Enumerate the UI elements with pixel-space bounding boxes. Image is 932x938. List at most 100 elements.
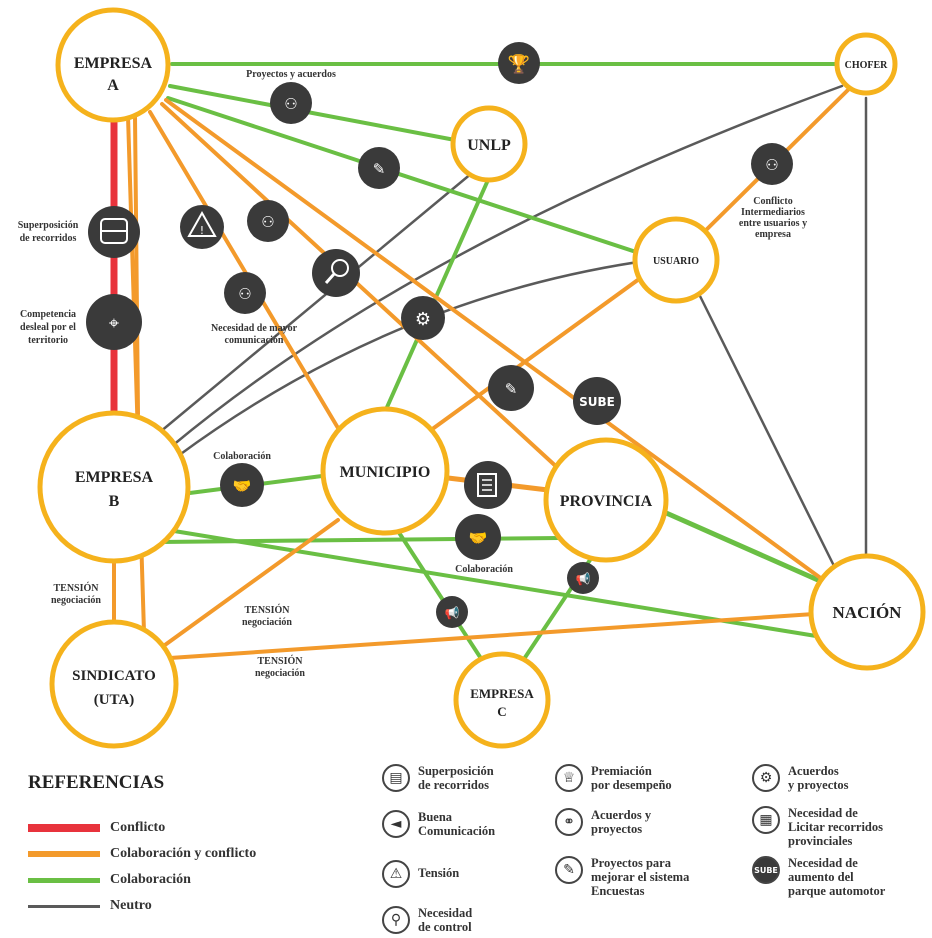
- label-competencia-3: territorio: [28, 335, 68, 346]
- meeting-icon-2: ⚇: [247, 200, 289, 242]
- node-sindicato-line1: SINDICATO: [72, 668, 156, 684]
- label-tension-1b: negociación: [51, 595, 101, 606]
- svg-text:⚙: ⚙: [415, 309, 431, 330]
- megaphone-icon: 📢: [567, 562, 599, 594]
- node-unlp-label: UNLP: [467, 137, 511, 154]
- icon-ref-buena-comunicacion: ◄ Buena Comunicación: [382, 810, 495, 838]
- svg-text:⚇: ⚇: [765, 156, 778, 174]
- legend-label-neutro: Neutro: [110, 898, 152, 913]
- trophy-icon: ♕: [555, 764, 583, 792]
- label-competencia-1: Competencia: [20, 309, 76, 320]
- label-necesidad-comunicacion-1: Necesidad de mayor: [211, 323, 298, 334]
- handshake-icon-2: 🤝: [455, 514, 501, 560]
- icon-ref-licitar: ▦ Necesidad de Licitar recorridos provin…: [752, 806, 883, 848]
- sube-icon-text: SUBE: [579, 395, 615, 409]
- bus-icon: [88, 206, 140, 258]
- document-icon: ▦: [752, 806, 780, 834]
- legend-label-colaboracion-conflicto: Colaboración y conflicto: [110, 846, 257, 861]
- label-conflicto-1: Conflicto: [753, 196, 792, 207]
- legend-swatch-colaboracion-conflicto: [28, 851, 100, 857]
- edge-icons: 🏆 ⚇ ✎ ⚇ ! ⚇ ⚇: [86, 42, 793, 628]
- icon-ref-premiacion: ♕ Premiación por desempeño: [555, 764, 672, 792]
- icon-ref-premiacion-text: Premiación por desempeño: [591, 764, 672, 792]
- node-municipio-label: MUNICIPIO: [340, 464, 431, 481]
- icon-ref-tension: ⚠ Tensión: [382, 860, 459, 888]
- survey-icon: ✎: [358, 147, 400, 189]
- megaphone-icon: ◄: [382, 810, 410, 838]
- node-chofer: CHOFER: [834, 32, 898, 96]
- icon-ref-necesidad-control-text: Necesidad de control: [418, 906, 473, 934]
- icon-ref-acuerdos-proyectos: ⚭ Acuerdos y proyectos: [555, 808, 651, 836]
- icon-ref-acuerdos-y-proyectos: ⚙ Acuerdos y proyectos: [752, 764, 849, 792]
- legend-item-colaboracion-conflicto: Colaboración y conflicto: [28, 844, 256, 864]
- legend-swatch-conflicto: [28, 824, 100, 832]
- node-provincia-label: PROVINCIA: [560, 493, 653, 510]
- label-necesidad-comunicacion-2: comunicación: [225, 335, 284, 346]
- svg-text:🤝: 🤝: [469, 529, 488, 547]
- edge-empresa-a-provincia: [160, 102, 562, 472]
- label-tension-2b: negociación: [242, 617, 292, 628]
- label-superposicion-1: Superposición: [18, 220, 79, 231]
- handshake-icon: 🤝: [220, 463, 264, 507]
- icon-ref-acuerdos-proyectos-text: Acuerdos y proyectos: [591, 808, 652, 836]
- warning-icon: ⚠: [382, 860, 410, 888]
- legend-title: REFERENCIAS: [28, 772, 165, 793]
- legend-label-conflicto: Conflicto: [110, 820, 166, 835]
- label-superposicion-2: de recorridos: [20, 233, 77, 244]
- bus-icon: ▤: [382, 764, 410, 792]
- edge-sindicato-nacion: [168, 612, 816, 660]
- location-map-icon: ⌖: [86, 294, 142, 350]
- edge-empresa-a-unlp: [168, 84, 457, 142]
- svg-text:!: !: [200, 224, 204, 237]
- meeting-icon-3: ⚇: [224, 272, 266, 314]
- node-empresa-c: EMPRESA C: [453, 651, 551, 749]
- svg-text:⚇: ⚇: [238, 285, 251, 303]
- node-usuario: USUARIO: [632, 216, 720, 304]
- nodes: EMPRESA A UNLP CHOFER USUARIO EMPRESA B …: [37, 7, 926, 749]
- node-unlp: UNLP: [450, 105, 528, 183]
- edge-unlp-empresa-b: [158, 166, 480, 434]
- gears-icon: ⚙: [401, 296, 445, 340]
- edge-usuario-empresa-b: [176, 260, 640, 458]
- icon-ref-proyectos-mejorar: ✎ Proyectos para mejorar el sistema Encu…: [555, 856, 689, 898]
- edge-usuario-municipio: [418, 272, 648, 440]
- label-conflicto-4: empresa: [755, 229, 791, 240]
- legend-item-conflicto: Conflicto: [28, 818, 165, 838]
- warning-icon: !: [180, 205, 224, 249]
- legend-swatch-colaboracion: [28, 877, 100, 883]
- legend-item-neutro: Neutro: [28, 896, 152, 916]
- label-tension-2a: TENSIÓN: [244, 604, 290, 616]
- node-sindicato: SINDICATO (UTA): [49, 619, 179, 749]
- label-tension-3b: negociación: [255, 668, 305, 679]
- svg-text:⚇: ⚇: [284, 95, 297, 113]
- edge-empresa-b-nacion: [166, 528, 818, 638]
- label-colaboracion-2: Colaboración: [455, 564, 513, 575]
- edge-provincia-nacion: [661, 509, 839, 591]
- edge-chofer-empresa-b: [170, 84, 844, 448]
- node-municipio: MUNICIPIO: [320, 406, 450, 536]
- label-tension-1a: TENSIÓN: [53, 582, 99, 594]
- label-proyectos-acuerdos: Proyectos y acuerdos: [246, 69, 336, 80]
- gears-icon: ⚙: [752, 764, 780, 792]
- icon-ref-superposicion: ▤ Superposición de recorridos: [382, 764, 494, 792]
- handshake-icon: ⚭: [555, 808, 583, 836]
- edge-usuario-nacion: [695, 288, 840, 576]
- svg-text:🤝: 🤝: [233, 477, 252, 495]
- label-colaboracion-1: Colaboración: [213, 451, 271, 462]
- sube-icon: SUBE: [573, 377, 621, 425]
- edge-empresa-a-municipio: [148, 110, 340, 430]
- survey-icon-2: ✎: [488, 365, 534, 411]
- label-tension-3a: TENSIÓN: [257, 655, 303, 667]
- svg-text:✎: ✎: [373, 160, 386, 178]
- node-nacion: NACIÓN: [808, 553, 926, 671]
- node-empresa-a-line2: A: [107, 77, 119, 94]
- icon-ref-licitar-text: Necesidad de Licitar recorridos provinci…: [788, 806, 883, 848]
- svg-text:📢: 📢: [576, 572, 591, 586]
- node-empresa-c-line1: EMPRESA: [470, 686, 534, 701]
- trophy-icon: 🏆: [498, 42, 540, 84]
- svg-text:⚇: ⚇: [261, 213, 274, 231]
- icon-ref-proyectos-mejorar-text: Proyectos para mejorar el sistema Encues…: [591, 856, 690, 898]
- label-competencia-2: desleal por el: [20, 322, 76, 333]
- node-usuario-label: USUARIO: [653, 256, 699, 267]
